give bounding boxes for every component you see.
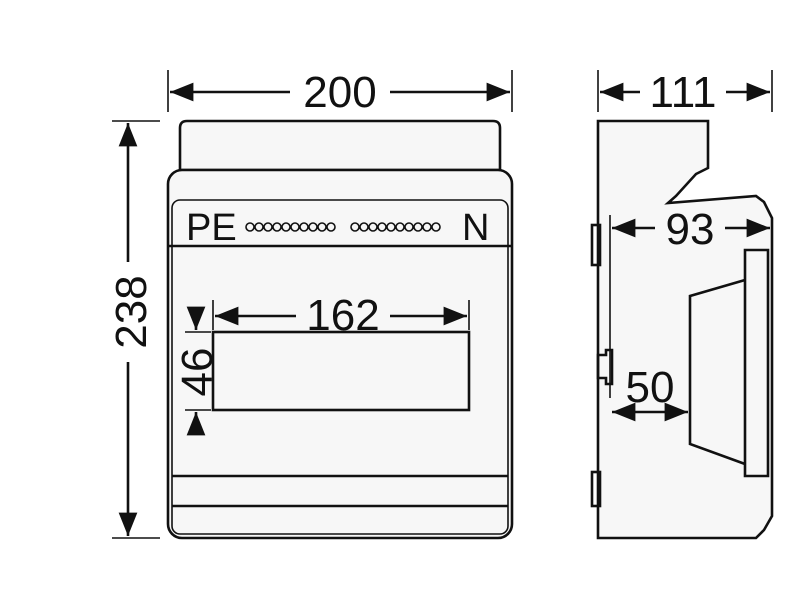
front-view: PE N 200 238 (107, 68, 514, 540)
door-face (688, 278, 746, 466)
dim-window-height-label: 46 (173, 348, 222, 397)
terminal-pe-label: PE (186, 207, 237, 249)
enclosure-body (166, 168, 514, 540)
dim-width-label: 200 (303, 68, 376, 117)
mount-clip-bottom (590, 470, 602, 508)
dim-depth-label: 111 (650, 68, 717, 117)
side-view: 111 93 50 (590, 68, 774, 540)
dim-door-depth-label: 50 (626, 363, 675, 412)
terminal-screws-pe (245, 222, 336, 232)
top-cap (178, 119, 502, 172)
side-profile (596, 119, 774, 540)
dim-height-label: 238 (107, 275, 156, 348)
dim-inner-depth-label: 93 (666, 205, 715, 254)
door-panel (743, 248, 770, 478)
dim-window-width-label: 162 (306, 291, 379, 340)
inner-frame (171, 199, 509, 535)
terminal-n-label: N (462, 207, 489, 249)
terminal-screws-n (350, 222, 441, 232)
din-rail-clip (596, 348, 614, 386)
breaker-window (211, 330, 471, 412)
mount-clip-top (590, 223, 602, 267)
